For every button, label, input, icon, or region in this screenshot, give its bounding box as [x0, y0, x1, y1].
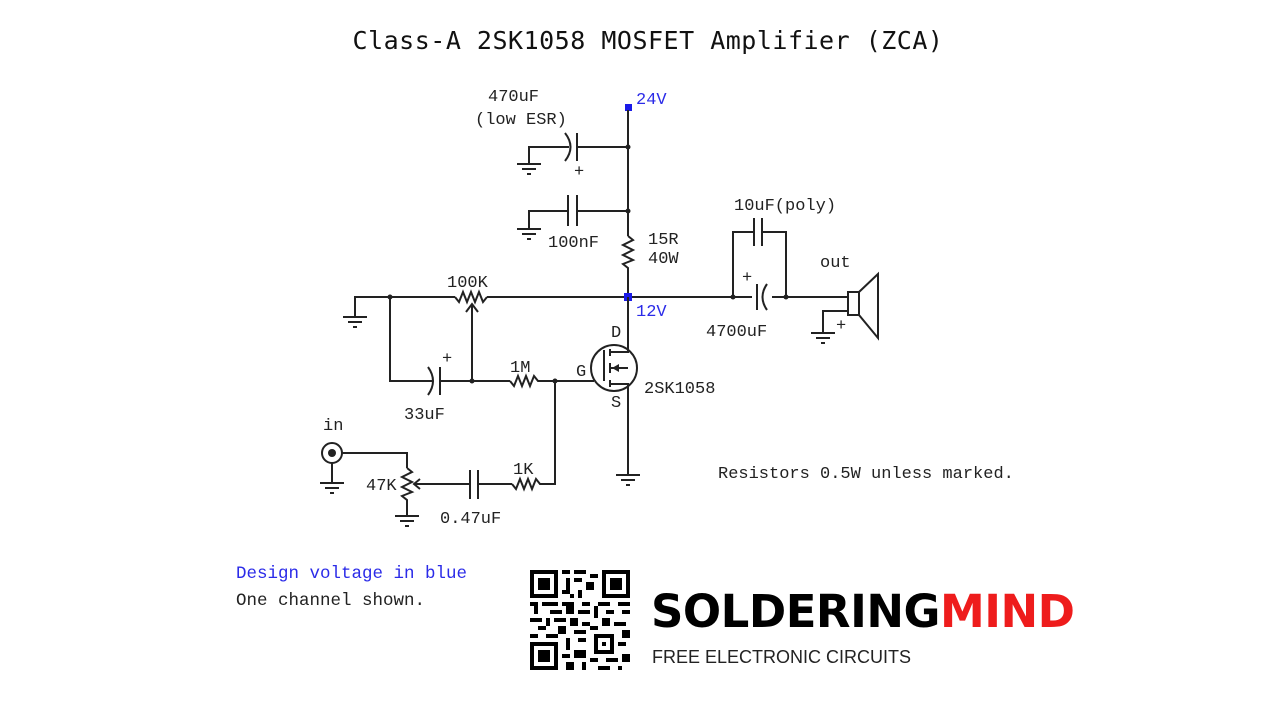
brand-name-part1: SOLDERING: [651, 585, 940, 638]
mid-node: 12V: [355, 293, 848, 322]
svg-text:+: +: [836, 317, 846, 336]
brand-name-part2: MIND: [939, 585, 1075, 638]
svg-text:+: +: [742, 269, 752, 288]
supply-rail: 24V: [625, 91, 667, 236]
brand-logo: SOLDERINGMIND: [651, 585, 1075, 638]
svg-text:(low ESR): (low ESR): [475, 111, 567, 130]
svg-text:100K: 100K: [447, 274, 489, 293]
design-voltage-note: Design voltage in blue: [236, 564, 468, 584]
mid-voltage-label: 12V: [636, 303, 667, 322]
capacitor-100nf: 100nF: [517, 195, 628, 253]
svg-text:40W: 40W: [648, 250, 679, 269]
resistor-15r: 15R 40W: [620, 231, 679, 297]
brand-tagline: FREE ELECTRONIC CIRCUITS: [652, 647, 912, 667]
schematic-title: Class-A 2SK1058 MOSFET Amplifier (ZCA): [352, 26, 944, 55]
svg-text:33uF: 33uF: [404, 406, 445, 425]
resistor-1m: 1M: [509, 359, 594, 389]
pin-gate: G: [576, 363, 586, 382]
mosfet-2sk1058: D G S 2SK1058: [576, 297, 715, 413]
mosfet-part-label: 2SK1058: [644, 380, 715, 399]
capacitor-4700uf-label: 4700uF: [706, 323, 767, 342]
svg-text:+: +: [442, 350, 452, 369]
input-label: in: [323, 417, 343, 436]
output-label: out: [820, 254, 851, 273]
svg-text:47K: 47K: [366, 477, 397, 496]
channel-note: One channel shown.: [236, 591, 426, 611]
svg-text:100nF: 100nF: [548, 234, 599, 253]
potentiometer-47k: 47K: [366, 467, 470, 527]
capacitor-470uf: 470uF (low ESR) +: [475, 88, 628, 182]
supply-voltage-label: 24V: [636, 91, 667, 110]
svg-text:1M: 1M: [510, 359, 530, 378]
supply-node-marker: [625, 104, 632, 111]
resistor-1k: 1K: [511, 381, 556, 492]
resistor-note: Resistors 0.5W unless marked.: [718, 465, 1014, 484]
output-capacitors: 10uF(poly) + 4700uF: [706, 197, 836, 342]
capacitor-10uf-label: 10uF(poly): [734, 197, 836, 216]
svg-text:+: +: [574, 163, 584, 182]
svg-text:1K: 1K: [513, 461, 534, 480]
ground-source: [616, 384, 640, 486]
ground-left: [343, 294, 393, 328]
pin-drain: D: [611, 324, 621, 343]
svg-text:0.47uF: 0.47uF: [440, 510, 501, 529]
svg-text:15R: 15R: [648, 231, 679, 250]
input-jack: in: [320, 417, 408, 494]
speaker-output: out +: [811, 254, 879, 344]
qr-code[interactable]: [530, 570, 630, 670]
capacitor-047uf: 0.47uF: [440, 470, 512, 529]
potentiometer-100k: 100K: [447, 274, 489, 381]
capacitor-33uf: + 33uF: [389, 297, 510, 425]
pin-source: S: [611, 394, 621, 413]
svg-text:470uF: 470uF: [488, 88, 539, 107]
